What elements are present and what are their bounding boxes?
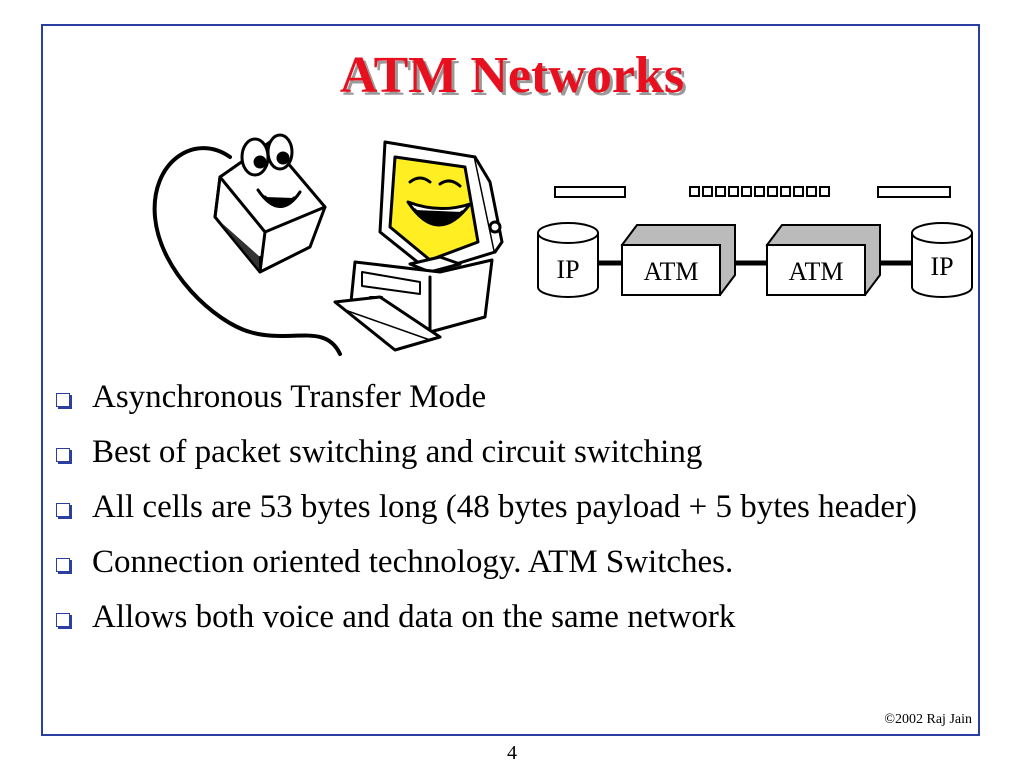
mouse-character-icon: [152, 133, 342, 356]
page-number: 4: [507, 742, 517, 764]
checkbox-bullet-icon: [56, 558, 70, 572]
ip-node-right-label: IP: [930, 252, 953, 281]
bullet-text: All cells are 53 bytes long (48 bytes pa…: [92, 489, 918, 525]
atm-switch-1: [620, 224, 736, 297]
atm-switch-2: [765, 224, 881, 297]
cartoon-computer-mouse-clipart: [152, 133, 504, 356]
bullet-item: All cells are 53 bytes long (48 bytes pa…: [52, 486, 967, 528]
bullet-item: Asynchronous Transfer Mode: [52, 376, 967, 418]
slide-frame: [41, 24, 980, 736]
bullet-text: Best of packet switching and circuit swi…: [92, 434, 703, 470]
atm-switch-1-label: ATM: [644, 257, 699, 286]
bullet-item: Best of packet switching and circuit swi…: [52, 431, 967, 473]
ip-packet-indicator-right: [877, 186, 951, 198]
computer-character-icon: [333, 140, 504, 352]
checkbox-bullet-icon: [56, 613, 70, 627]
copyright-notice: ©2002 Raj Jain: [884, 712, 972, 727]
bullet-text: Connection oriented technology. ATM Swit…: [92, 544, 734, 580]
ip-node-right: [911, 222, 973, 298]
bullet-item: Allows both voice and data on the same n…: [52, 596, 967, 638]
bullet-text: Asynchronous Transfer Mode: [92, 379, 487, 415]
checkbox-bullet-icon: [56, 393, 70, 407]
atm-cells-indicator: [689, 186, 830, 197]
ip-node-left: [537, 222, 599, 298]
slide-title: ATM Networks: [339, 47, 685, 104]
checkbox-bullet-icon: [56, 503, 70, 517]
atm-network-diagram: IP ATM ATM IP: [537, 186, 973, 298]
ip-node-left-label: IP: [556, 255, 579, 284]
atm-switch-2-label: ATM: [789, 257, 844, 286]
ip-packet-indicator-left: [554, 186, 626, 198]
bullet-item: Connection oriented technology. ATM Swit…: [52, 541, 967, 583]
bullet-text: Allows both voice and data on the same n…: [92, 599, 736, 635]
bullet-list: Asynchronous Transfer Mode Best of packe…: [52, 376, 967, 651]
checkbox-bullet-icon: [56, 448, 70, 462]
